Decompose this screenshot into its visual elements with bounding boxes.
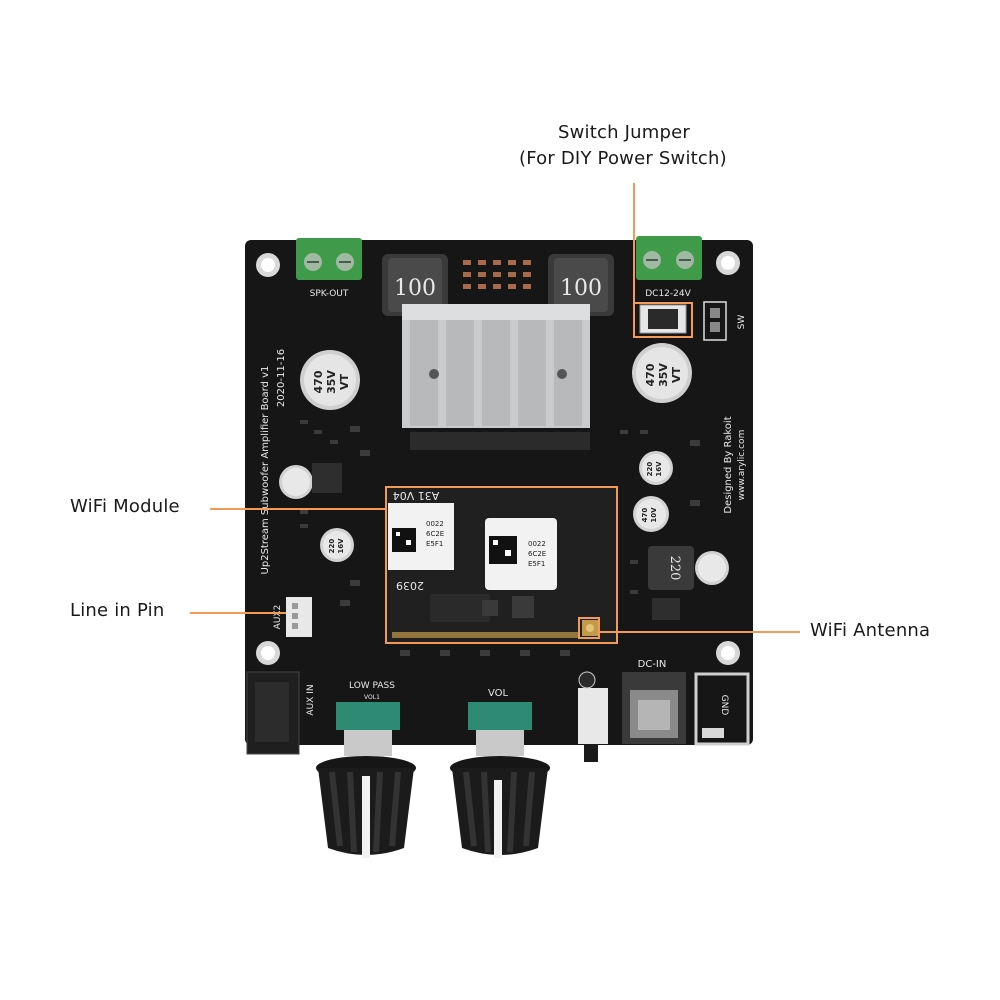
pin-header-row: [410, 432, 590, 450]
qr2-line2: 6C2E: [528, 550, 546, 558]
low-pass-potentiometer: [336, 702, 400, 756]
antenna-connector-icon: [582, 620, 598, 636]
dc-power-label: DC12-24V: [645, 289, 691, 299]
line-in-pin-callout: Line in Pin: [70, 600, 165, 621]
wifi-module-callout: WiFi Module: [70, 496, 180, 517]
cap-220-right: 220: [646, 462, 654, 477]
qr2-line1: 0022: [528, 540, 546, 548]
qr-code-icon: [392, 528, 517, 564]
module-version: A31 V04: [393, 489, 440, 502]
wifi-antenna-callout: WiFi Antenna: [810, 620, 931, 641]
switch-jumper-callout-line2: (For DIY Power Switch): [519, 148, 727, 169]
gnd-connector: [694, 672, 750, 746]
qr1-line3: E5F1: [426, 540, 443, 548]
sw-jumper-header: [703, 301, 727, 341]
cap-right-series: VT: [670, 367, 683, 384]
website-label: www.arylic.com: [737, 430, 747, 501]
qr2-line3: E5F1: [528, 560, 545, 568]
capacitor-large-right: [632, 343, 692, 403]
designer-label: Designed By Rakoit: [723, 416, 734, 513]
inductor-220-value: 220: [667, 556, 682, 581]
capacitor-small-left: [279, 465, 313, 499]
vol-potentiometer: [468, 702, 532, 756]
cap-right-voltage: 35V: [657, 363, 670, 387]
cap-left-series: VT: [338, 374, 351, 391]
board-name: Up2Stream Subwoofer Amplifier Board v1: [260, 366, 271, 575]
inductor-right: [548, 254, 614, 316]
module-pin-row: [392, 632, 580, 638]
wifi-module-highlight: [385, 486, 618, 644]
cap-16v-left: 16V: [337, 538, 345, 554]
board-date: 2020-11-16: [276, 349, 287, 407]
line-in-pin-leader-line: [190, 612, 286, 614]
dc-in-label: DC-IN: [638, 659, 667, 670]
spk-out-label: SPK-OUT: [310, 289, 349, 299]
capacitor-220-16v-right: [639, 451, 673, 485]
inductor-right-value: 100: [560, 276, 602, 301]
power-switch: [578, 688, 608, 762]
cap-16v-right: 16V: [655, 461, 663, 477]
heatsink: [402, 304, 590, 428]
switch-jumper-highlight: [633, 302, 693, 338]
dc-power-terminal: [636, 236, 702, 280]
spk-out-terminal: [296, 238, 362, 280]
cap-right-value: 470: [644, 363, 657, 386]
inductor-left-value: 100: [394, 276, 436, 301]
led-indicator-icon: [578, 671, 596, 689]
low-pass-knob-icon: [316, 756, 416, 858]
wifi-antenna-leader-line: [598, 631, 800, 633]
wifi-module-leader-line: [210, 508, 386, 510]
wifi-module: [386, 487, 616, 642]
aux-in-label: AUX IN: [306, 684, 316, 715]
vol1-label: VOL1: [364, 694, 380, 701]
aux2-label: AUX2: [273, 605, 283, 630]
wifi-antenna-highlight: [578, 617, 600, 639]
capacitor-large-left: [300, 350, 360, 410]
low-pass-label: LOW PASS: [349, 681, 395, 691]
qr1-line2: 6C2E: [426, 530, 444, 538]
capacitor-small-right: [695, 551, 729, 585]
capacitor-470-10v: [633, 496, 669, 532]
smd-components: [300, 420, 700, 656]
sw-label: SW: [737, 315, 747, 330]
ic-chip: [652, 598, 680, 620]
aux2-header: [286, 597, 312, 637]
smd-cluster: [463, 260, 531, 289]
switch-jumper-callout-line1: Switch Jumper: [558, 122, 690, 143]
cap-left-value: 470: [312, 370, 325, 393]
aux-in-jack: [246, 671, 300, 755]
module-code: 2039: [396, 579, 424, 592]
inductor-220: [648, 546, 694, 590]
cap-470-value: 470: [641, 508, 649, 523]
cap-left-voltage: 35V: [325, 370, 338, 394]
qr1-line1: 0022: [426, 520, 444, 528]
cap-220-left: 220: [328, 539, 336, 554]
switch-jumper-leader-line: [633, 183, 635, 303]
ic-chip: [312, 463, 342, 493]
dc-in-jack: [622, 672, 686, 744]
cap-10v-voltage: 10V: [650, 507, 658, 523]
mounting-hole-icon: [256, 251, 740, 665]
inductor-left: [382, 254, 448, 316]
capacitor-220-16v-left: [320, 528, 354, 562]
vol-label: VOL: [488, 688, 509, 699]
gnd-label: GND: [719, 695, 729, 716]
vol-knob-icon: [450, 756, 550, 858]
